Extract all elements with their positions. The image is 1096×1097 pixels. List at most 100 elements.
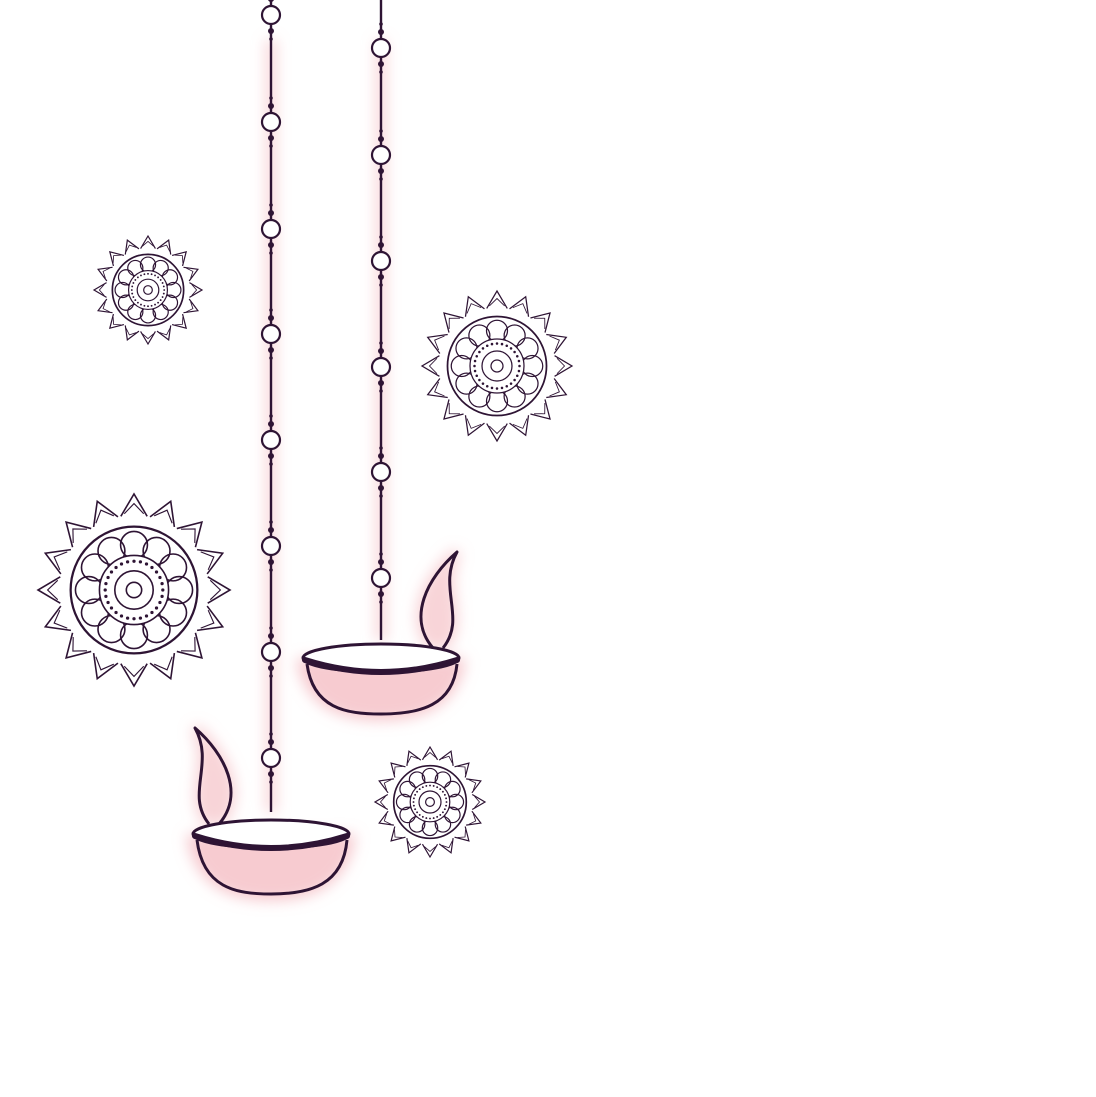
- bead-ring: [260, 111, 282, 133]
- mandala-dot: [160, 581, 164, 586]
- mandala-dot: [147, 272, 149, 275]
- mandala-petal-inner: [200, 551, 215, 571]
- bead-icon: [370, 446, 392, 498]
- mandala-dot: [505, 384, 509, 388]
- mandala-petal-inner: [159, 328, 171, 336]
- mandala-dot: [418, 813, 421, 816]
- lamp-rim-thick: [302, 657, 460, 675]
- bead-dot: [268, 453, 274, 459]
- mandala-petal-outer: [183, 298, 199, 314]
- bead-dot: [378, 348, 384, 354]
- mandala-dot: [500, 342, 504, 346]
- flame-outline: [419, 550, 459, 649]
- mandala-petal-outer: [176, 632, 203, 659]
- mandala-dot: [134, 278, 137, 281]
- mandala-dot: [412, 801, 415, 803]
- mandala-dot: [515, 374, 519, 378]
- mandala-petal-inner: [441, 755, 453, 764]
- mandala-petal-inner: [407, 840, 419, 849]
- mandala-dot: [505, 344, 509, 348]
- mandala-ring: [69, 525, 199, 655]
- mandala-dot: [109, 570, 114, 574]
- bead-ring: [370, 567, 392, 589]
- mandala-ring: [111, 253, 185, 327]
- bead-dot: [269, 251, 273, 255]
- mandala-dot: [132, 559, 136, 563]
- mandala-petal-outer: [546, 378, 568, 399]
- mandala-petal-inner: [209, 579, 222, 601]
- mandala-petal-outer: [36, 576, 61, 604]
- bead-dot: [379, 494, 383, 498]
- mandala-dot: [473, 364, 476, 368]
- bead-dot: [379, 600, 383, 604]
- mandala-petal-outer: [92, 652, 119, 681]
- mandala-petal-inner: [434, 335, 445, 351]
- mandala-dot: [159, 278, 162, 281]
- diya-lamp-icon: [301, 550, 461, 716]
- mandala-dot: [154, 303, 156, 306]
- mandala-petal-outer: [149, 499, 176, 528]
- bead-ring: [370, 250, 392, 272]
- mandala-dot: [475, 354, 479, 358]
- mandala-petal-outer: [43, 548, 72, 575]
- mandala-dot: [481, 347, 485, 350]
- bead-dot: [268, 665, 274, 671]
- bead-icon: [370, 22, 392, 74]
- mandala-dot: [132, 296, 135, 298]
- bead-dot: [269, 732, 273, 736]
- mandala-petal-outer: [546, 333, 568, 354]
- bead-dot: [379, 235, 383, 239]
- mandala-petal-inner: [174, 254, 184, 264]
- mandala-petal-outer: [120, 492, 148, 517]
- mandala-petal-outer: [65, 632, 92, 659]
- bead-ring: [260, 641, 282, 663]
- bead-dot: [378, 274, 384, 280]
- line-art-layer: [36, 0, 574, 896]
- mandala-petal-outer: [471, 793, 487, 811]
- mandala-dot: [162, 292, 165, 295]
- mandala-dot: [490, 386, 494, 390]
- bead-ring: [260, 4, 282, 26]
- bead-ring: [260, 429, 282, 451]
- mandala-petal-outer: [124, 239, 140, 255]
- mandala-inner-ring: [469, 338, 525, 394]
- mandala-petal-outer: [530, 399, 551, 420]
- mandala-dot: [109, 606, 114, 610]
- lamp-bowl: [195, 839, 349, 896]
- mandala-dot: [158, 600, 162, 605]
- mandala-petal-outer: [509, 295, 530, 317]
- bead-dot: [269, 308, 273, 312]
- mandala-dot: [432, 784, 435, 787]
- mandala-petal-outer: [171, 313, 188, 330]
- mandala-petal-inner: [424, 751, 436, 758]
- mandala-petal-inner: [72, 528, 87, 543]
- mandala-petal-inner: [142, 240, 154, 247]
- mandala-dot: [441, 811, 444, 814]
- mandala-petal-outer: [420, 355, 440, 377]
- mandala-dot: [125, 560, 130, 564]
- mandala-petal-inner: [556, 358, 566, 374]
- mandala-petal-inner: [383, 813, 392, 825]
- mandala-core-ring: [418, 790, 442, 814]
- mandala-dot: [515, 354, 519, 358]
- bead-dot: [269, 356, 273, 360]
- mandala-ring: [392, 764, 468, 840]
- bead-dot: [268, 103, 274, 109]
- mandala-petal-outer: [390, 826, 406, 842]
- mandala-petal-inner: [53, 551, 68, 571]
- mandala-dot: [436, 815, 439, 818]
- bead-dot: [269, 568, 273, 572]
- mandala-dot: [445, 797, 448, 800]
- mandala-petal-outer: [390, 762, 406, 778]
- bead-ring: [260, 323, 282, 345]
- bead-dot: [378, 168, 384, 174]
- mandala-petal-inner: [95, 656, 115, 671]
- bead-ring: [260, 535, 282, 557]
- mandala-dot: [103, 588, 107, 592]
- mandala-dot: [495, 342, 499, 345]
- mandala-petal-inner: [549, 335, 560, 351]
- bead-dot: [269, 37, 273, 41]
- mandala-dot: [132, 617, 136, 621]
- bead-dot: [269, 462, 273, 466]
- bead-dot: [268, 527, 274, 533]
